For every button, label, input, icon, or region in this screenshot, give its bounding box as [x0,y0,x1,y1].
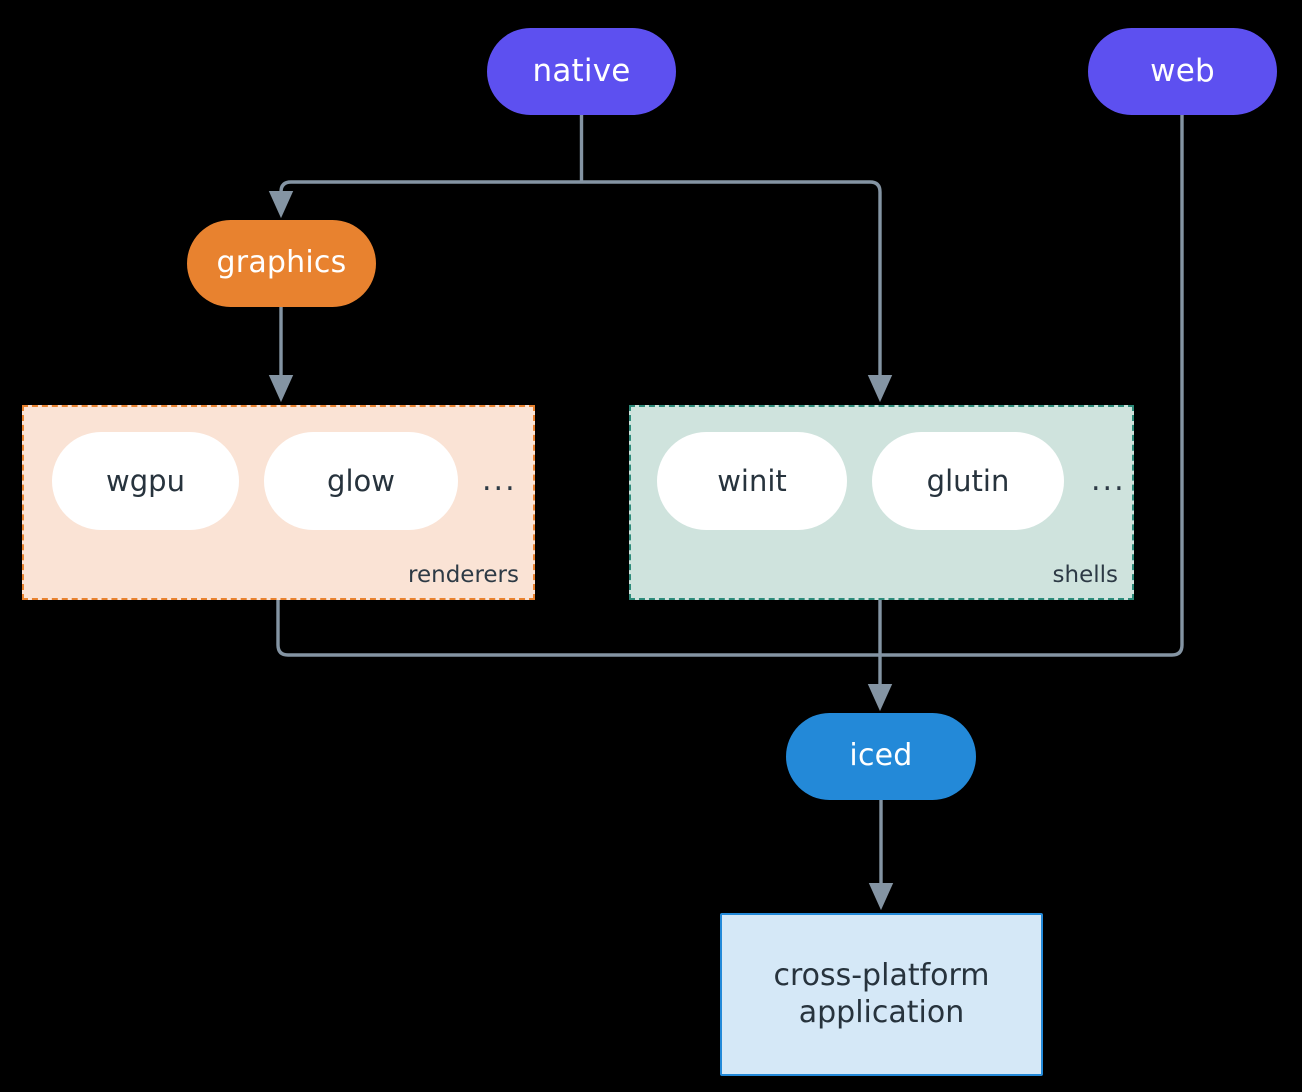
edge-native-to-graphics [268,180,582,219]
node-winit[interactable]: winit [657,432,847,530]
edge-web-to-iced [880,115,1184,657]
node-web[interactable]: web [1088,28,1277,115]
shells-overflow-ellipsis: ... [1091,463,1126,498]
edge-native-to-shells [581,180,893,403]
edge-renderers-to-iced [276,600,880,657]
cluster-renderers: wgpu glow ... renderers [22,405,535,600]
cluster-shells: winit glutin ... shells [629,405,1134,600]
node-glutin[interactable]: glutin [872,432,1064,530]
cluster-label-shells: shells [1052,562,1118,588]
node-glow[interactable]: glow [264,432,458,530]
renderers-overflow-ellipsis: ... [482,463,517,498]
node-graphics[interactable]: graphics [187,220,376,307]
cluster-label-renderers: renderers [408,562,519,588]
node-wgpu[interactable]: wgpu [52,432,239,530]
node-iced[interactable]: iced [786,713,976,800]
node-cross-platform-application[interactable]: cross-platform application [720,913,1043,1076]
node-native[interactable]: native [487,28,676,115]
